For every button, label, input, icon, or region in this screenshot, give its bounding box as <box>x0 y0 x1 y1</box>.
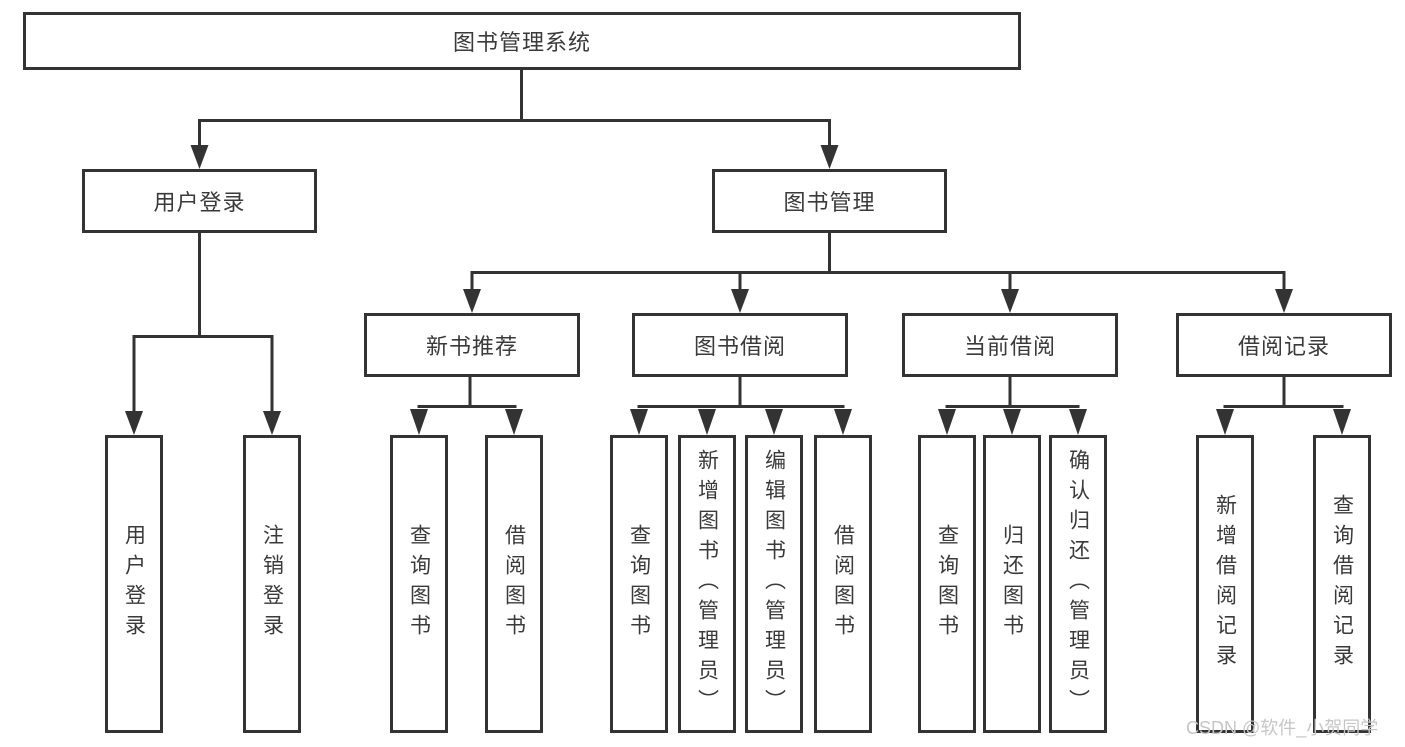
leaf-query-books-current-label: 查询图书 <box>935 524 959 644</box>
node-current-borrowing-label: 当前借阅 <box>963 334 1056 359</box>
leaf-confirm-return-admin: 确认归还（管理员） <box>1049 435 1107 733</box>
node-new-book-recommend-label: 新书推荐 <box>425 334 518 359</box>
leaf-add-books-admin: 新增图书（管理员） <box>678 435 736 733</box>
leaf-query-books-current: 查询图书 <box>918 435 976 733</box>
leaf-edit-books-admin: 编辑图书（管理员） <box>745 435 803 733</box>
connector-new-book-split <box>410 377 523 435</box>
node-library-system: 图书管理系统 <box>23 12 1021 70</box>
leaf-add-borrow-record: 新增借阅记录 <box>1196 435 1254 733</box>
node-book-management: 图书管理 <box>712 169 947 233</box>
leaf-user-login: 用户登录 <box>105 435 163 733</box>
connector-current-borrow-split <box>938 377 1087 435</box>
leaf-add-borrow-record-label: 新增借阅记录 <box>1213 494 1237 674</box>
leaf-query-books-borrow-label: 查询图书 <box>627 524 651 644</box>
leaf-borrow-books: 借阅图书 <box>814 435 872 733</box>
node-new-book-recommend: 新书推荐 <box>364 313 580 377</box>
leaf-query-borrow-record-label: 查询借阅记录 <box>1330 494 1354 674</box>
leaf-borrow-books-recommend: 借阅图书 <box>485 435 543 733</box>
leaf-borrow-books-recommend-label: 借阅图书 <box>502 524 526 644</box>
leaf-logout-label: 注销登录 <box>260 524 284 644</box>
node-book-management-label: 图书管理 <box>783 190 876 215</box>
node-book-borrowing-label: 图书借阅 <box>693 334 786 359</box>
node-borrowing-records-label: 借阅记录 <box>1237 334 1330 359</box>
connector-borrow-records-split <box>1216 377 1351 435</box>
leaf-query-books-borrow: 查询图书 <box>610 435 668 733</box>
connector-user-login-branch <box>125 233 281 435</box>
leaf-logout: 注销登录 <box>243 435 301 733</box>
node-user-login-label: 用户登录 <box>153 190 246 215</box>
connector-book-borrow-split <box>630 377 852 435</box>
node-book-borrowing: 图书借阅 <box>632 313 848 377</box>
leaf-user-login-label: 用户登录 <box>122 524 146 644</box>
leaf-return-books: 归还图书 <box>983 435 1041 733</box>
leaf-query-books-recommend-label: 查询图书 <box>407 524 431 644</box>
connector-root-to-level2 <box>190 70 839 169</box>
csdn-watermark: CSDN @软件_小贺同学 <box>1186 718 1379 738</box>
connector-book-mgmt-branch <box>463 233 1293 313</box>
node-current-borrowing: 当前借阅 <box>902 313 1118 377</box>
node-user-login: 用户登录 <box>82 169 317 233</box>
leaf-add-books-admin-label: 新增图书（管理员） <box>695 449 719 719</box>
leaf-edit-books-admin-label: 编辑图书（管理员） <box>762 449 786 719</box>
leaf-return-books-label: 归还图书 <box>1000 524 1024 644</box>
node-library-system-label: 图书管理系统 <box>452 30 591 55</box>
node-borrowing-records: 借阅记录 <box>1176 313 1392 377</box>
leaf-query-books-recommend: 查询图书 <box>390 435 448 733</box>
leaf-query-borrow-record: 查询借阅记录 <box>1313 435 1371 733</box>
leaf-borrow-books-label: 借阅图书 <box>831 524 855 644</box>
leaf-confirm-return-admin-label: 确认归还（管理员） <box>1066 449 1090 719</box>
